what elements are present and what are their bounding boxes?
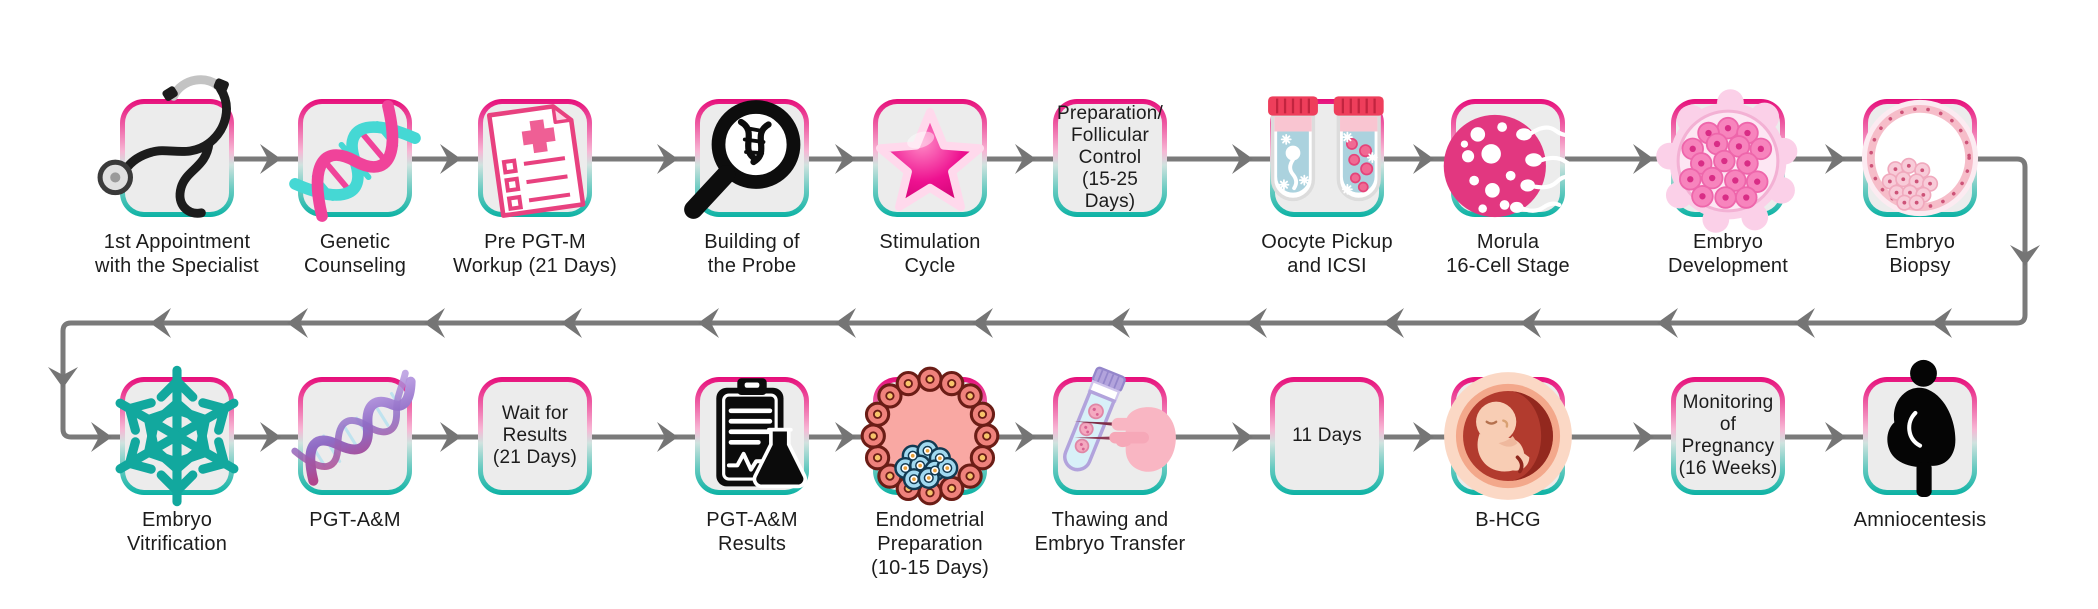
step-box — [1053, 377, 1167, 495]
step-box — [298, 99, 412, 217]
step-box-text: Wait for Results (21 Days) — [492, 403, 578, 468]
step-first-appointment: 1st Appointment with the Specialist — [95, 99, 259, 277]
step-box — [695, 99, 809, 217]
step-label: Thawing and Embryo Transfer — [1034, 509, 1186, 555]
step-label: Morula 16-Cell Stage — [1446, 231, 1570, 277]
step-embryo-vitrification: Embryo Vitrification — [120, 377, 234, 555]
step-label: Embryo Development — [1667, 231, 1789, 277]
step-pregnancy-monitoring: Monitoring of Pregnancy (16 Weeks) — [1671, 377, 1785, 495]
step-label: Embryo Vitrification — [126, 509, 228, 555]
step-box-text: Preparation/ Follicular Control (15-25 D… — [1057, 103, 1163, 212]
step-morula-16-cell: Morula 16-Cell Stage — [1451, 99, 1565, 277]
step-endometrial-prep: Endometrial Preparation (10-15 Days) — [873, 377, 987, 579]
step-label: PGT-A&M Results — [706, 509, 798, 555]
step-box — [478, 99, 592, 217]
step-box — [1270, 99, 1384, 217]
step-box — [120, 377, 234, 495]
step-box-text: Monitoring of Pregnancy (16 Weeks) — [1678, 392, 1778, 479]
step-box: 11 Days — [1270, 377, 1384, 495]
step-label: Stimulation Cycle — [879, 231, 981, 277]
step-label: Embryo Biopsy — [1884, 231, 1956, 277]
step-box — [120, 99, 234, 217]
step-pgt-am-results: PGT-A&M Results — [695, 377, 809, 555]
step-label: Endometrial Preparation (10-15 Days) — [871, 509, 989, 579]
step-box: Monitoring of Pregnancy (16 Weeks) — [1671, 377, 1785, 495]
step-embryo-development: Embryo Development — [1671, 99, 1785, 277]
step-follicular-control: Preparation/ Follicular Control (15-25 D… — [1053, 99, 1167, 217]
step-label: PGT-A&M — [309, 509, 401, 531]
step-eleven-days: 11 Days — [1270, 377, 1384, 495]
step-thawing-transfer: Thawing and Embryo Transfer — [1035, 377, 1185, 555]
step-building-probe: Building of the Probe — [695, 99, 809, 277]
step-box: Preparation/ Follicular Control (15-25 D… — [1053, 99, 1167, 217]
step-genetic-counseling: Genetic Counseling — [298, 99, 412, 277]
step-wait-results: Wait for Results (21 Days) — [478, 377, 592, 495]
step-box — [1451, 377, 1565, 495]
step-label: B-HCG — [1475, 509, 1541, 531]
step-b-hcg: B-HCG — [1451, 377, 1565, 531]
step-box — [1863, 99, 1977, 217]
step-box — [1451, 99, 1565, 217]
step-label: Pre PGT-M Workup (21 Days) — [453, 231, 617, 277]
step-label: Genetic Counseling — [303, 231, 407, 277]
step-embryo-biopsy: Embryo Biopsy — [1863, 99, 1977, 277]
step-box — [1863, 377, 1977, 495]
step-box — [873, 377, 987, 495]
flow-lines — [60, 156, 2028, 440]
step-box — [873, 99, 987, 217]
step-label: Oocyte Pickup and ICSI — [1261, 231, 1393, 277]
step-stimulation-cycle: Stimulation Cycle — [873, 99, 987, 277]
step-amniocentesis: Amniocentesis — [1854, 377, 1986, 531]
step-label: Building of the Probe — [704, 231, 800, 277]
step-box-text: 11 Days — [1292, 425, 1362, 446]
step-box: Wait for Results (21 Days) — [478, 377, 592, 495]
step-pgt-am: PGT-A&M — [298, 377, 412, 531]
step-pre-pgtm-workup: Pre PGT-M Workup (21 Days) — [453, 99, 617, 277]
step-box — [695, 377, 809, 495]
step-box — [298, 377, 412, 495]
step-label: Amniocentesis — [1853, 509, 1987, 531]
step-label: 1st Appointment with the Specialist — [95, 231, 259, 277]
step-box — [1671, 99, 1785, 217]
step-oocyte-pickup-icsi: Oocyte Pickup and ICSI — [1261, 99, 1393, 277]
